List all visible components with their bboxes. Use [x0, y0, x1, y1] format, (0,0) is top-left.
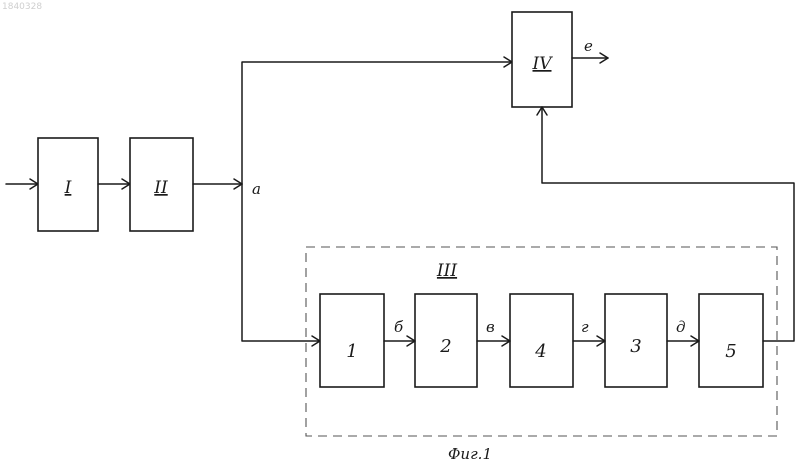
block-III-label: III: [436, 261, 457, 281]
block-I-label: I: [64, 178, 72, 198]
signal-v-label: в: [486, 318, 495, 336]
signal-a-label: а: [252, 180, 261, 198]
signal-b-label: б: [394, 318, 404, 336]
block-1-label: 1: [346, 341, 357, 362]
block-II-label: II: [153, 178, 168, 198]
signal-e-label: е: [584, 37, 593, 55]
scan-id: 1840328: [2, 2, 42, 12]
block-3-label: 3: [630, 336, 641, 357]
block-5-label: 5: [725, 341, 736, 362]
figure-caption: Фиг.1: [448, 445, 492, 463]
block-IV-label: IV: [532, 54, 554, 74]
wire-node-to-1: [242, 184, 320, 341]
wire-node-to-IV: [242, 62, 512, 184]
signal-g-label: г: [581, 318, 589, 336]
signal-d-label: д: [676, 318, 686, 336]
block-4-label: 4: [534, 341, 546, 362]
block-2-label: 2: [439, 336, 451, 357]
